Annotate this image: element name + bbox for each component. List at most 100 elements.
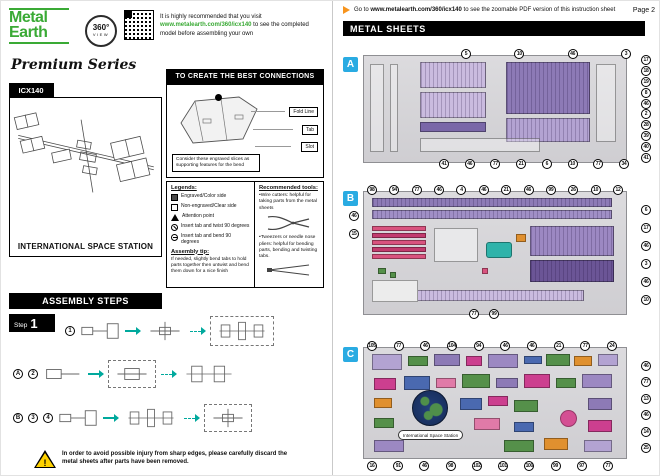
part-number: 3 — [620, 49, 631, 59]
part-number: 46 — [641, 410, 651, 421]
part-number: 12 — [612, 185, 623, 195]
sheet-part — [420, 122, 486, 132]
legend-label: Engraved/Color side — [181, 193, 227, 199]
legend-label: Insert tab and bend 90 degrees — [181, 233, 232, 246]
part-number: 100 — [524, 461, 535, 471]
sheet-part — [582, 374, 612, 388]
tools-panel: Recommended tools: •Wire cutters: helpfu… — [255, 182, 323, 287]
part-number: 101 — [498, 461, 509, 471]
part-number: 46 — [434, 185, 445, 195]
part-number: 40 — [641, 142, 651, 152]
leader-line — [251, 111, 285, 112]
sheet-part — [474, 418, 500, 430]
step-row-3: B 3 4 — [13, 404, 252, 432]
legend-item: Non-engraved/Clear side — [171, 203, 250, 211]
part-number: 91 — [393, 461, 404, 471]
part-number: 3 — [641, 259, 651, 269]
part-number: 99 — [550, 461, 561, 471]
dashed-arrow-icon — [161, 370, 177, 379]
arrow-icon — [125, 326, 141, 335]
part-number: 77 — [580, 341, 591, 351]
model-box: ICX140 INTERNATIONAL SPACE STA — [8, 83, 162, 257]
step-1-label: Step 1 — [9, 314, 55, 332]
sheet-part — [372, 240, 426, 245]
legend-item: Insert tab and bend 90 degrees — [171, 233, 250, 246]
premium-series-label: Premium Series — [11, 57, 137, 73]
sheet-part — [506, 118, 590, 142]
part-number: 94 — [473, 341, 484, 351]
metal-sheet-c: C Internationa — [341, 329, 653, 475]
legend-label: Non-engraved/Clear side — [181, 203, 237, 209]
part-number: 46 — [500, 341, 511, 351]
part-number: 77 — [593, 159, 604, 169]
part-number: 21 — [553, 341, 564, 351]
part-number: 46 — [641, 361, 651, 371]
sheet-part — [372, 280, 418, 302]
legends-title: Legends: — [171, 185, 197, 191]
fold-line-label: Fold Line — [289, 107, 318, 117]
sheet-a-plate — [363, 55, 627, 163]
part-number: 39 — [641, 131, 651, 142]
twist-tab-icon — [171, 223, 178, 231]
step-number: 1 — [30, 316, 38, 332]
tool-tweezers-text: •Tweezers or needle nose pliers: helpful… — [259, 235, 318, 260]
model-title: INTERNATIONAL SPACE STATION — [17, 242, 154, 251]
dashed-arrow-icon — [190, 327, 206, 336]
part-number: 17 — [641, 223, 651, 233]
exclamation-mark: ! — [43, 458, 47, 468]
sheet-part — [514, 422, 534, 432]
step-diagram — [117, 368, 147, 380]
sheet-b-plate — [363, 191, 627, 315]
legend-item: Insert tab and twist 90 degrees — [171, 223, 250, 231]
part-number: 10 — [567, 159, 578, 169]
sheet-part — [516, 234, 526, 242]
part-number: 46 — [641, 241, 651, 251]
part-number: 16 — [367, 461, 377, 471]
part-number: 46 — [478, 185, 489, 195]
wire-cutters-icon — [267, 216, 310, 231]
step-diagram — [150, 321, 180, 341]
part-number: 102 — [471, 461, 482, 471]
part-number: 94 — [389, 185, 400, 195]
part-number: 46 — [349, 211, 359, 221]
bend-tab-icon — [171, 233, 178, 241]
pdf-url: www.metalearth.com/360/icx140 — [370, 7, 462, 13]
assembly-tip-title: Assembly tip: — [171, 248, 210, 255]
dashed-arrow-icon — [184, 414, 200, 423]
bend-support-note: Consider these engraved slices as suppor… — [172, 153, 260, 172]
sheet-part — [372, 226, 426, 231]
page-right: Go to www.metalearth.com/360/icx140 to s… — [333, 1, 659, 475]
part-number: 46 — [464, 159, 475, 169]
sheet-part — [496, 378, 518, 388]
sheet-part — [370, 64, 384, 152]
pdf-note: Go to www.metalearth.com/360/icx140 to s… — [343, 6, 655, 14]
part-number: 98 — [367, 185, 377, 195]
iss-name-badge: International Space Station — [398, 430, 464, 440]
sheet-part — [584, 440, 612, 452]
tweezers-icon — [267, 264, 310, 276]
sheet-part — [372, 233, 426, 238]
part-number: 97 — [576, 461, 587, 471]
metal-earth-logo: Metal Earth — [9, 8, 69, 45]
part-number: 77 — [393, 341, 404, 351]
metal-sheets-header: METAL SHEETS — [343, 21, 645, 36]
part-number: 34 — [618, 159, 629, 169]
logo-text-metal: Metal — [9, 9, 48, 26]
legend-item: Attention point — [171, 213, 250, 221]
part-number: 10 — [641, 295, 651, 305]
part-callout: 1 — [65, 326, 75, 336]
visit-text-pre: It is highly recommended that you visit — [160, 14, 262, 20]
step-diagram — [128, 408, 174, 428]
arrow-icon — [103, 413, 119, 422]
step-diagram — [213, 408, 243, 428]
part-number: 8 — [641, 87, 651, 98]
part-number: 21 — [516, 159, 527, 169]
step-diagram — [59, 410, 97, 426]
sheet-part — [482, 268, 488, 274]
sheet-part — [390, 272, 396, 278]
part-number: 104 — [446, 341, 457, 351]
go-arrow-icon — [343, 6, 350, 14]
